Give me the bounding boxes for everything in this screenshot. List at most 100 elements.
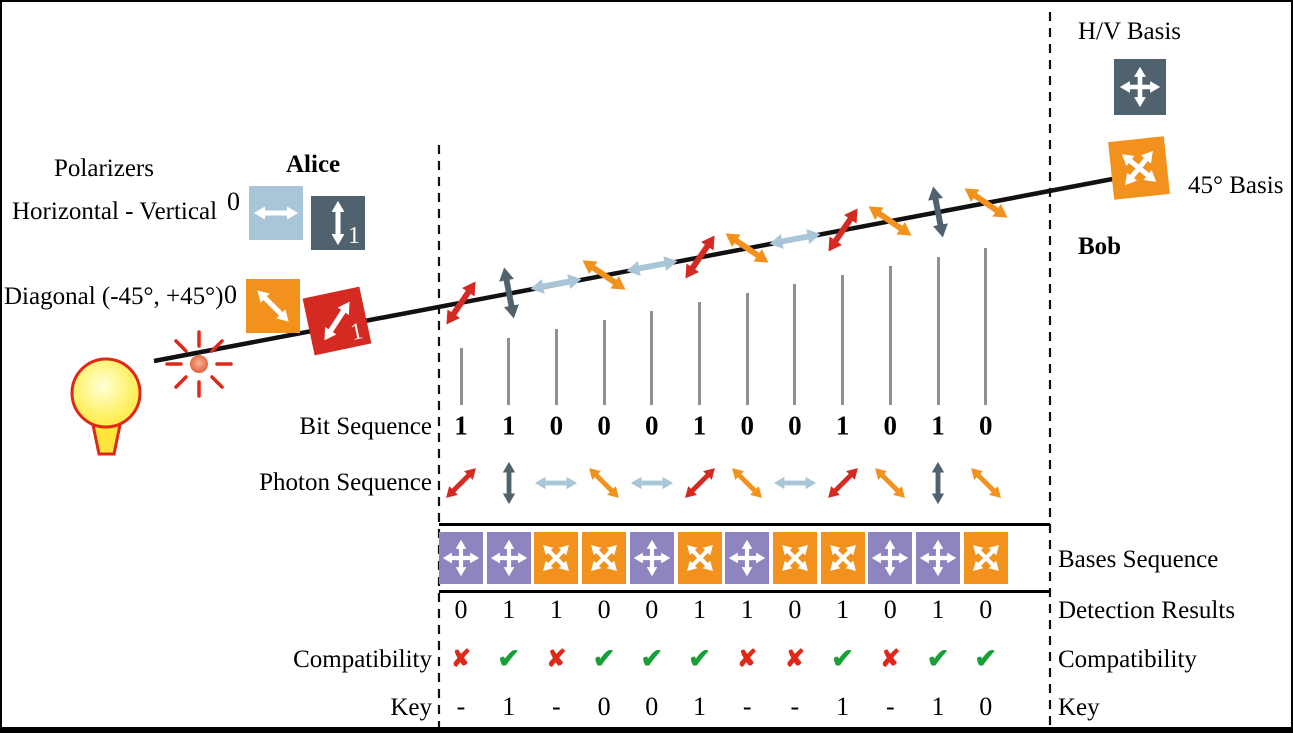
hv-polarizer-label: Horizontal - Vertical — [12, 198, 218, 225]
detection-cell: 0 — [597, 595, 611, 624]
basis-cell — [677, 532, 722, 584]
bit-cell: 0 — [597, 410, 611, 441]
photon-cell — [582, 461, 626, 505]
compatible-check-icon: ✔ — [974, 643, 997, 674]
bit-cell: 1 — [454, 410, 468, 441]
timing-tick — [888, 265, 892, 405]
polarizer-bit-minus45: 0 — [224, 280, 237, 309]
photon-on-beam — [673, 230, 727, 284]
photon-on-beam — [911, 185, 965, 239]
incompatible-cross-icon: ✘ — [450, 646, 472, 673]
photon-on-beam — [434, 276, 488, 330]
key-cell: - — [456, 692, 466, 721]
detection-cell: 1 — [836, 595, 850, 624]
polarizer-bit-vertical: 1 — [348, 223, 360, 249]
timing-tick — [554, 329, 558, 405]
key-cell: 1 — [836, 692, 850, 721]
photon-cell — [916, 461, 960, 505]
photon-cell — [487, 461, 531, 505]
timing-tick — [650, 311, 654, 405]
basis-cell — [629, 532, 674, 584]
timing-tick — [841, 274, 845, 405]
key-cell: 1 — [931, 692, 945, 721]
compatible-check-icon: ✔ — [688, 643, 711, 674]
photon-on-beam — [529, 257, 583, 311]
diagonal-basis-label: 45° Basis — [1188, 172, 1284, 199]
polarizer-bit-horizontal: 0 — [227, 187, 240, 216]
basis-cell — [820, 532, 865, 584]
emission-flash-icon — [165, 330, 233, 398]
key-cell: 0 — [597, 692, 611, 721]
hv-basis-square — [1114, 59, 1166, 115]
key-cell: - — [790, 692, 800, 721]
basis-cell — [772, 532, 817, 584]
photon-on-beam — [482, 266, 536, 320]
compatible-check-icon: ✔ — [640, 643, 664, 674]
photon-on-beam — [720, 221, 774, 275]
key-right-label: Key — [1058, 694, 1100, 721]
timing-tick — [984, 247, 988, 405]
key-cell: 1 — [693, 692, 706, 721]
bit-cell: 0 — [978, 410, 993, 441]
bit-cell: 1 — [931, 410, 945, 441]
compatible-check-icon: ✔ — [831, 643, 854, 674]
key-cell: 1 — [502, 692, 516, 721]
photon-cell — [868, 461, 912, 505]
bit-cell: 0 — [788, 410, 802, 441]
bit-cell: 0 — [883, 410, 898, 441]
basis-cell — [868, 532, 913, 584]
detection-cell: 1 — [502, 595, 516, 624]
detection-cell: 1 — [740, 595, 754, 624]
photon-sequence-label: Photon Sequence — [259, 469, 432, 496]
key-cell: - — [552, 692, 561, 721]
basis-cell — [534, 532, 579, 584]
alice-title: Alice — [286, 151, 341, 178]
bit-cell: 0 — [549, 410, 564, 441]
incompatible-cross-icon: ✘ — [784, 646, 805, 673]
bit-sequence-label: Bit Sequence — [299, 413, 432, 440]
incompatible-cross-icon: ✘ — [546, 646, 567, 673]
bases-band-top-rule — [439, 523, 1050, 526]
photon-on-beam — [959, 176, 1013, 230]
basis-cell — [582, 532, 627, 584]
detection-cell: 0 — [645, 595, 659, 624]
basis-cell — [916, 532, 960, 584]
photon-cell — [773, 461, 817, 505]
bit-cell: 1 — [692, 410, 707, 441]
hv-basis-label: H/V Basis — [1078, 18, 1182, 45]
timing-tick — [507, 338, 511, 405]
photon-on-beam — [863, 194, 917, 248]
detection-cell: 0 — [454, 595, 468, 624]
bit-cell: 1 — [501, 410, 516, 441]
compatibility-left-label: Compatibility — [293, 646, 432, 673]
polarizer-square-plus45: 1 — [302, 286, 372, 356]
timing-tick — [936, 256, 940, 405]
key-cell: - — [885, 692, 895, 721]
basis-cell — [963, 532, 1008, 584]
detection-cell: 1 — [693, 595, 706, 624]
key-cell: 0 — [645, 692, 659, 721]
timing-tick — [602, 320, 606, 405]
polarizer-square-horizontal — [249, 186, 303, 240]
timing-tick — [698, 302, 701, 405]
incompatible-cross-icon: ✘ — [737, 646, 758, 673]
compatible-check-icon: ✔ — [497, 643, 520, 674]
diagonal-basis-square — [1108, 136, 1170, 200]
detection-cell: 1 — [931, 595, 945, 624]
photon-cell — [630, 461, 674, 505]
photon-cell — [725, 461, 769, 505]
basis-cell — [439, 532, 483, 584]
detection-cell: 0 — [788, 595, 802, 624]
photon-cell — [821, 461, 865, 505]
timing-tick — [459, 347, 463, 405]
light-bulb-icon — [70, 357, 142, 456]
photon-cell — [439, 461, 483, 505]
basis-cell — [725, 532, 770, 584]
key-cell: 0 — [979, 692, 993, 721]
photon-cell — [964, 461, 1008, 505]
bases-band-bottom-rule — [439, 590, 1050, 593]
detection-cell: 1 — [549, 595, 563, 624]
incompatible-cross-icon: ✘ — [880, 646, 901, 673]
